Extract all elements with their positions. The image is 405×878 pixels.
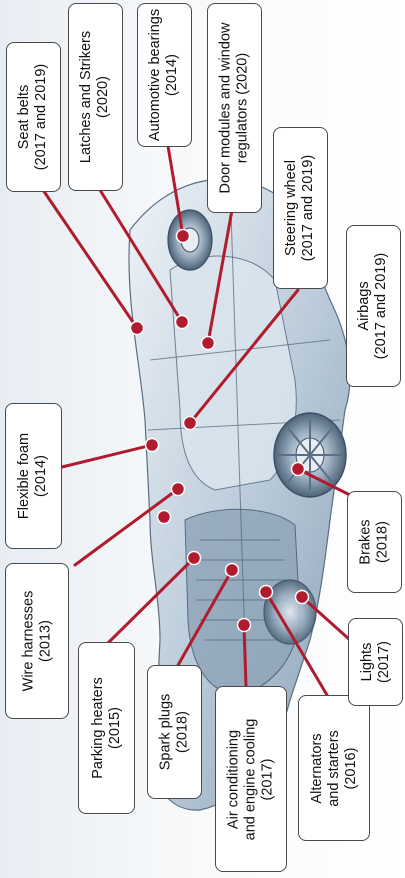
marker-door-modules [202,337,215,350]
marker-seat-belts [131,322,144,335]
label-parking-heaters: Parking heaters (2015) [78,642,135,814]
label-airbags: Airbags (2017 and 2019) [346,225,401,387]
marker-ac [238,619,251,632]
marker-airbags [172,483,185,496]
label-spark-plugs: Spark plugs (2018) [147,665,202,799]
label-air-conditioning: Air conditioning and engine cooling (201… [215,686,287,872]
marker-bearings [177,230,190,243]
marker-parking-heaters [188,552,201,565]
label-flexible-foam: Flexible foam (2014) [5,403,62,549]
label-seat-belts: Seat belts (2017 and 2019) [6,42,61,192]
marker-steering [184,417,197,430]
label-alternators-starters: Alternators and starters (2016) [298,695,370,841]
label-automotive-bearings: Automotive bearings (2014) [137,3,192,147]
label-door-modules: Door modules and window regulators (2020… [207,3,262,213]
label-steering-wheel: Steering wheel (2017 and 2019) [273,127,328,289]
label-wire-harnesses: Wire harnesses (2013) [5,563,69,719]
marker-lights [296,591,309,604]
marker-latches [176,316,189,329]
label-lights: Lights (2017) [348,618,403,706]
marker-brakes [292,463,305,476]
rear-wheel [168,210,212,270]
marker-flexible-foam [146,439,159,452]
label-latches-strikers: Latches and Strikers (2020) [68,3,123,191]
leader-seat-belts [43,190,137,328]
label-brakes: Brakes (2018) [347,491,402,593]
front-wheel [274,413,346,497]
leader-flexible-foam [62,445,152,467]
marker-alternators [260,586,273,599]
leader-ac [244,625,246,686]
marker-spark-plugs [226,564,239,577]
marker-wire-harnesses [158,511,171,524]
